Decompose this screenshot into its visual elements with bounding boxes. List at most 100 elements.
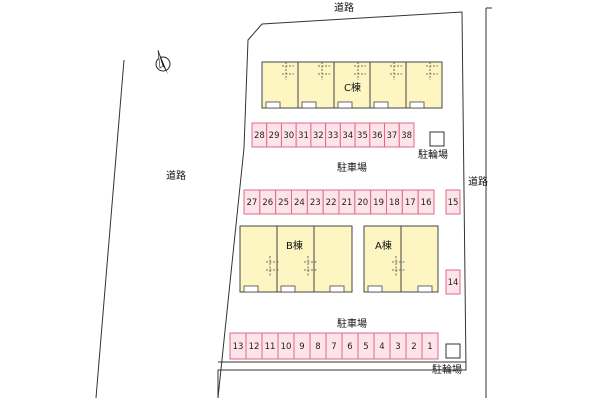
- parking-slot: 25: [275, 189, 292, 215]
- parking-slot: 21: [338, 189, 356, 215]
- parking-slot: 35: [354, 122, 371, 148]
- parking-slot-number: 14: [448, 278, 459, 288]
- parking-slot-14: 14: [445, 269, 461, 295]
- parking-slot: 2: [405, 332, 423, 360]
- building-c: [261, 61, 443, 109]
- parking-slot-box: [445, 269, 461, 295]
- parking-slot-number: 5: [363, 342, 368, 352]
- parking-slot-number: 33: [328, 131, 339, 141]
- parking-slot: 5: [357, 332, 375, 360]
- building-a-label: A棟: [375, 241, 392, 252]
- parking-slot-number: 10: [281, 342, 292, 352]
- parking-slot: 1: [421, 332, 439, 360]
- parking-slot: 29: [266, 122, 282, 148]
- parking-lower-label: 駐車場: [337, 319, 367, 330]
- parking-slot: 17: [401, 189, 419, 215]
- parking-slot-number: 16: [421, 198, 432, 208]
- parking-slot-number: 34: [342, 131, 353, 141]
- parking-slot: 38: [398, 122, 415, 148]
- parking-slot-number: 30: [283, 131, 294, 141]
- bike-parking-lower-label: 駐輪場: [432, 365, 462, 376]
- parking-slot-number: 25: [278, 198, 289, 208]
- parking-slot: 4: [373, 332, 391, 360]
- parking-slot-number: 32: [313, 131, 324, 141]
- parking-slot-number: 17: [405, 198, 416, 208]
- parking-slot-number: 7: [331, 342, 336, 352]
- parking-slot-number: 21: [342, 198, 353, 208]
- parking-slot-number: 31: [298, 131, 309, 141]
- parking-upper-label: 駐車場: [337, 163, 367, 174]
- parking-slot-number: 3: [395, 342, 400, 352]
- parking-slot-number: 18: [389, 198, 400, 208]
- parking-slot-number: 8: [315, 342, 320, 352]
- bike-parking-lower-box: [445, 343, 461, 359]
- parking-slot: 13: [229, 332, 247, 360]
- parking-slot-number: 12: [249, 342, 260, 352]
- parking-slot-number: 28: [254, 131, 265, 141]
- parking-slot-box: [445, 189, 461, 215]
- parking-slot: 6: [341, 332, 359, 360]
- north-arrow-icon: [155, 49, 171, 74]
- parking-slot-number: 11: [265, 342, 276, 352]
- parking-slot: 36: [369, 122, 386, 148]
- parking-slot: 22: [322, 189, 340, 215]
- building-b-label: B棟: [286, 241, 303, 252]
- road-right-label: 道路: [468, 177, 488, 188]
- parking-slot: 24: [291, 189, 308, 215]
- building-a: [363, 225, 439, 293]
- parking-slot-number: 37: [386, 131, 397, 141]
- parking-slot-box: [417, 189, 435, 215]
- parking-slot: 19: [370, 189, 387, 215]
- parking-slot: 34: [339, 122, 356, 148]
- parking-slot-number: 29: [269, 131, 280, 141]
- parking-slot-number: 2: [411, 342, 416, 352]
- parking-slot-number: 15: [448, 198, 459, 208]
- parking-slot-number: 20: [357, 198, 368, 208]
- parking-slot-number: 23: [310, 198, 321, 208]
- parking-slot: 28: [251, 122, 268, 148]
- parking-slot-number: 1: [427, 342, 432, 352]
- parking-slot: 11: [261, 332, 279, 360]
- parking-slot-number: 24: [294, 198, 305, 208]
- building-b: [239, 225, 353, 293]
- road-left-label: 道路: [166, 171, 186, 182]
- parking-slot-number: 35: [357, 131, 368, 141]
- parking-slot-number: 22: [326, 198, 337, 208]
- parking-slot: 27: [243, 189, 261, 215]
- parking-slot: 12: [245, 332, 263, 360]
- parking-slot: 16: [417, 189, 435, 215]
- parking-slot-number: 4: [379, 342, 384, 352]
- parking-slot-number: 9: [299, 342, 304, 352]
- parking-slot: 10: [277, 332, 295, 360]
- road-left-edge: [95, 59, 125, 399]
- parking-slot: 33: [325, 122, 341, 148]
- parking-slot: 18: [386, 189, 403, 215]
- parking-slot: 7: [325, 332, 343, 360]
- road-top-label: 道路: [334, 3, 354, 14]
- parking-slot: 30: [280, 122, 297, 148]
- parking-slot: 23: [306, 189, 324, 215]
- bike-parking-upper-box: [429, 131, 445, 147]
- parking-slot: 26: [259, 189, 277, 215]
- parking-slot-number: 27: [247, 198, 258, 208]
- parking-slot: 3: [389, 332, 407, 360]
- parking-slot-number: 6: [347, 342, 352, 352]
- parking-slot: 20: [354, 189, 372, 215]
- parking-slot-15: 15: [445, 189, 461, 215]
- parking-slot-number: 38: [401, 131, 412, 141]
- bike-parking-upper-label: 駐輪場: [418, 150, 448, 161]
- parking-slot-number: 19: [373, 198, 384, 208]
- parking-slot: 31: [295, 122, 312, 148]
- parking-slot-box: [398, 122, 415, 148]
- parking-slot: 9: [293, 332, 311, 360]
- parking-slot: 37: [384, 122, 400, 148]
- parking-slot: 32: [310, 122, 327, 148]
- parking-slot-number: 36: [372, 131, 383, 141]
- parking-slot-number: 13: [233, 342, 244, 352]
- parking-slot-box: [421, 332, 439, 360]
- building-c-label: C棟: [344, 83, 361, 94]
- parking-slot-number: 26: [262, 198, 273, 208]
- parking-slot: 8: [309, 332, 327, 360]
